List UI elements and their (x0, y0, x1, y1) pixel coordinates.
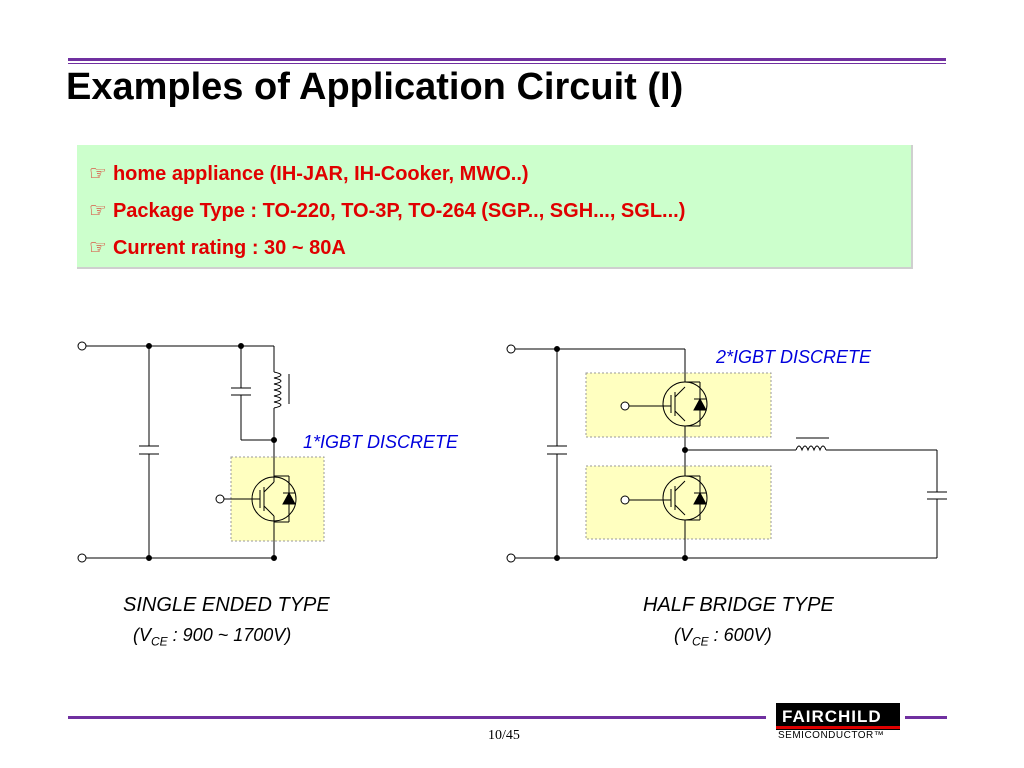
gate-terminal-high (620, 401, 630, 411)
fairchild-logo: FAIRCHILD SEMICONDUCTOR™ (776, 703, 900, 743)
top-rule-thick (68, 58, 946, 61)
half-module-label: 2*IGBT DISCRETE (716, 347, 872, 367)
input-terminal-top-hb (506, 344, 516, 354)
pointing-hand-icon: ☞ (89, 161, 107, 185)
igbt-module-low (585, 465, 772, 540)
footer-rule-left (68, 716, 766, 719)
single-type-label: SINGLE ENDED TYPE (123, 594, 330, 616)
single-module-label: 1*IGBT DISCRETE (303, 432, 459, 452)
footer-rule-right (905, 716, 947, 719)
output-inductor (795, 445, 827, 452)
pointing-hand-icon: ☞ (89, 198, 107, 222)
bullet-current: ☞Current rating : 30 ~ 80A (89, 235, 346, 259)
half-bridge-circuit (506, 344, 947, 563)
half-type-label: HALF BRIDGE TYPE (643, 594, 834, 616)
single-ended-circuit (77, 341, 325, 563)
info-box: ☞home appliance (IH-JAR, IH-Cooker, MWO.… (77, 145, 913, 269)
input-terminal-bottom (77, 553, 87, 563)
igbt-module-high (585, 372, 772, 438)
page-number: 10/45 (488, 728, 520, 743)
half-vce-label: (VCE : 600V) (674, 625, 772, 649)
input-terminal-bottom-hb (506, 553, 516, 563)
gate-terminal-single (215, 494, 225, 504)
bullet-package: ☞Package Type : TO-220, TO-3P, TO-264 (S… (89, 198, 686, 222)
igbt-symbol-high (662, 381, 708, 427)
top-rule-thin (68, 63, 946, 64)
page-title: Examples of Application Circuit (I) (66, 66, 684, 108)
input-terminal-top (77, 341, 87, 351)
single-vce-label: (VCE : 900 ~ 1700V) (133, 625, 292, 649)
pointing-hand-icon: ☞ (89, 235, 107, 259)
igbt-symbol-low (662, 475, 708, 521)
gate-terminal-low (620, 495, 630, 505)
igbt-symbol-single (251, 475, 297, 523)
bullet-application: ☞home appliance (IH-JAR, IH-Cooker, MWO.… (89, 161, 529, 185)
work-coil (273, 371, 282, 409)
